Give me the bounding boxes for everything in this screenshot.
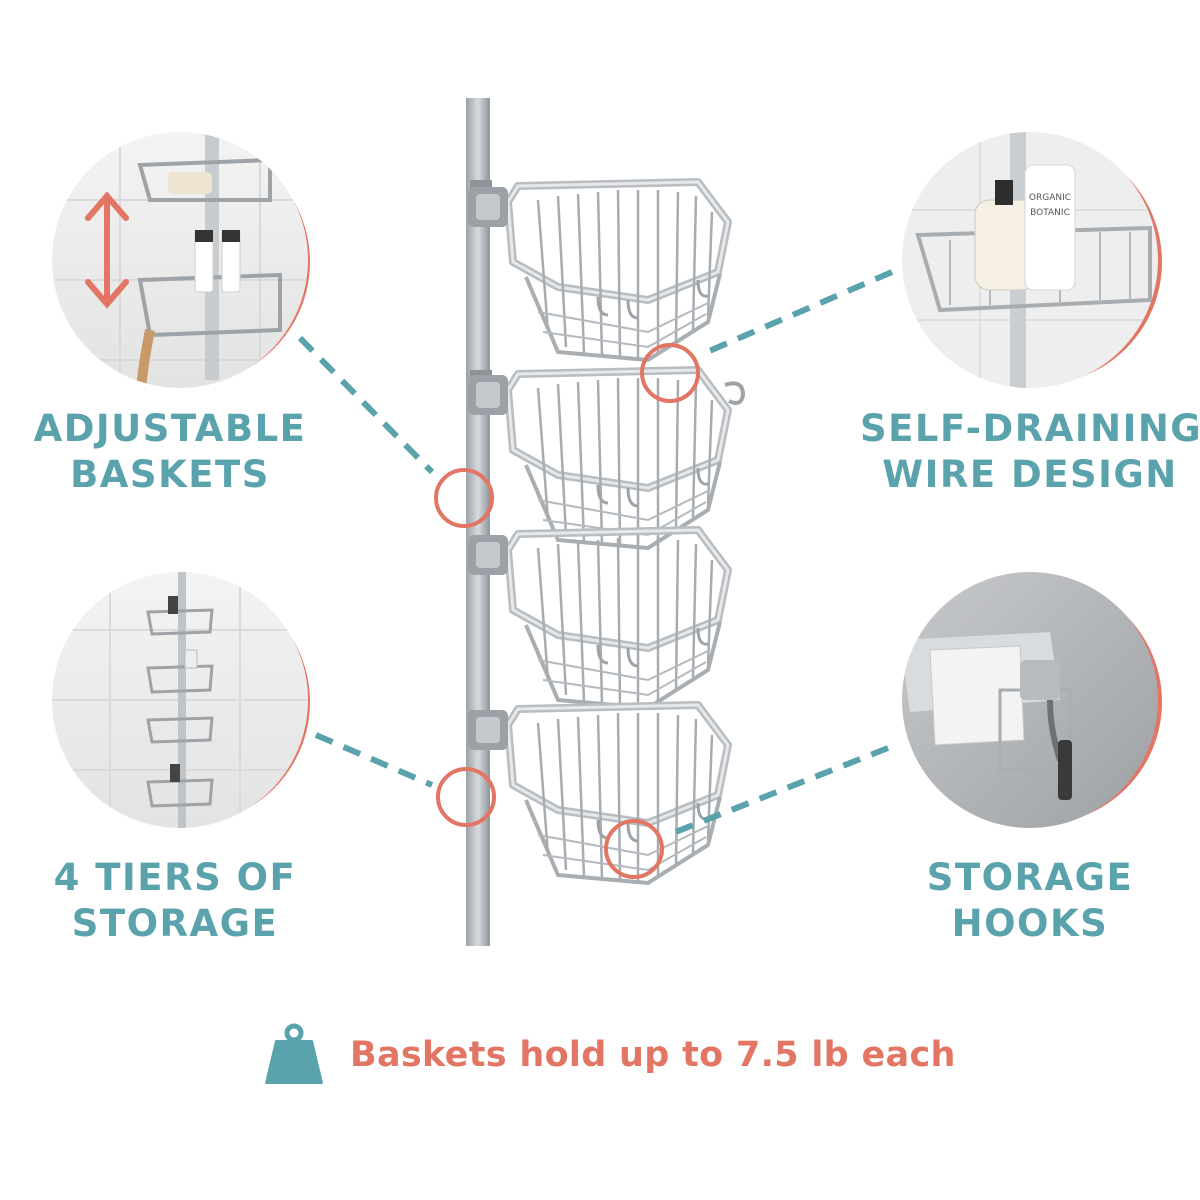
callout-hook: [604, 819, 664, 879]
photo-brand-botanic: BOTANIC: [1030, 208, 1070, 218]
connector-adjustable: [297, 335, 435, 475]
weight-icon: [265, 1023, 323, 1084]
basket-tier-1: [468, 182, 728, 360]
callout-pole-adjust: [434, 468, 494, 528]
basket-tier-4: [468, 705, 728, 883]
feature-adjustable-line2: BASKETS: [70, 453, 270, 496]
feature-tiers-line2: STORAGE: [71, 902, 279, 945]
feature-tiers-line1: 4 TIERS OF: [53, 856, 297, 899]
photo-adjustable-baskets: [52, 132, 308, 388]
photo-self-draining: ORGANIC BOTANIC: [902, 132, 1158, 388]
photo-four-tiers: [52, 572, 308, 828]
feature-adjustable-line1: ADJUSTABLE: [33, 407, 307, 450]
weight-capacity-note: Baskets hold up to 7.5 lb each: [262, 1020, 956, 1090]
feature-self-draining: SELF-DRAINING WIRE DESIGN: [860, 406, 1200, 498]
feature-draining-line1: SELF-DRAINING: [860, 407, 1200, 450]
connector-hooks: [666, 745, 890, 838]
weight-capacity-text: Baskets hold up to 7.5 lb each: [350, 1035, 956, 1075]
callout-tier: [436, 767, 496, 827]
photo-storage-hooks: [902, 572, 1158, 828]
feature-hooks-line1: STORAGE: [926, 856, 1134, 899]
photo-brand-organic: ORGANIC: [1029, 193, 1071, 203]
adjust-arrow-icon: [85, 191, 129, 309]
feature-draining-line2: WIRE DESIGN: [882, 453, 1178, 496]
feature-hooks-line2: HOOKS: [951, 902, 1109, 945]
basket-tier-3: [468, 530, 728, 708]
feature-adjustable-baskets: ADJUSTABLE BASKETS: [20, 406, 320, 498]
callout-drain: [640, 343, 700, 403]
connector-draining: [698, 269, 894, 358]
feature-storage-hooks: STORAGE HOOKS: [880, 855, 1180, 947]
connector-tiers: [314, 732, 434, 788]
basket-tier-2: [468, 370, 728, 548]
feature-four-tiers: 4 TIERS OF STORAGE: [20, 855, 330, 947]
